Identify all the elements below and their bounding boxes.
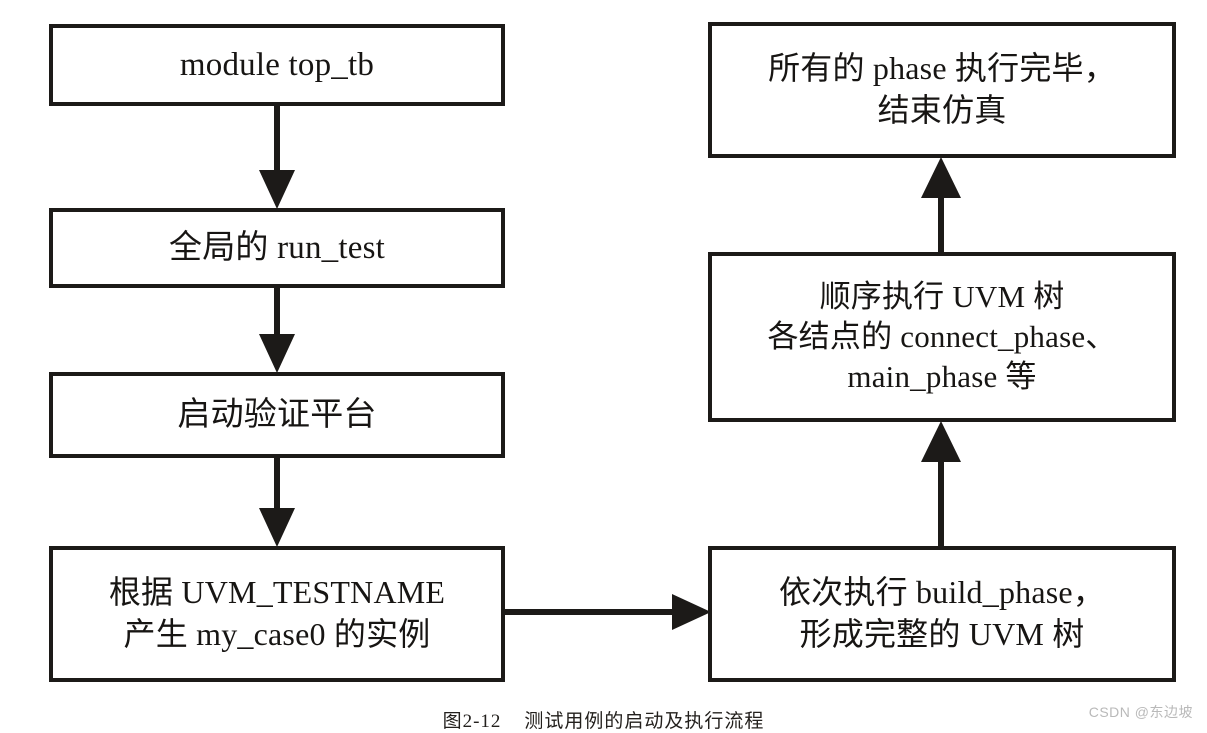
csdn-watermark: CSDN @东边坡: [1088, 704, 1193, 720]
node-all-phases-finished[interactable]: 所有的 phase 执行完毕， 结束仿真: [708, 22, 1176, 158]
node-label: 启动验证平台: [177, 396, 377, 433]
node-label-line-1: 依次执行 build_phase，: [778, 574, 1106, 611]
node-label: 全局的 run_test: [169, 229, 385, 266]
node-label-line-1: 根据 UVM_TESTNAME: [108, 574, 446, 611]
node-label-line-1: 顺序执行 UVM 树: [819, 278, 1065, 314]
node-uvm-testname-instance[interactable]: 根据 UVM_TESTNAME 产生 my_case0 的实例: [49, 546, 505, 682]
node-label-line-3: main_phase 等: [847, 359, 1037, 395]
node-label-line-2: 产生 my_case0 的实例: [123, 616, 431, 652]
edge-phases-to-finish: [921, 157, 961, 252]
node-module-top-tb[interactable]: module top_tb: [49, 24, 505, 106]
figure-caption: 图2-12 测试用例的启动及执行流程: [442, 711, 765, 732]
node-start-verification-platform[interactable]: 启动验证平台: [49, 372, 505, 458]
node-execute-build-phase[interactable]: 依次执行 build_phase， 形成完整的 UVM 树: [708, 546, 1176, 682]
node-global-run-test[interactable]: 全局的 run_test: [49, 208, 505, 288]
node-execute-connect-and-main-phase[interactable]: 顺序执行 UVM 树 各结点的 connect_phase、 main_phas…: [708, 252, 1176, 422]
node-label-line-2: 结束仿真: [877, 92, 1007, 128]
node-label-line-1: 所有的 phase 执行完毕，: [768, 50, 1116, 87]
edge-testname-to-build_phase: [505, 594, 711, 630]
node-label: module top_tb: [179, 46, 375, 83]
node-label-line-2: 各结点的 connect_phase、: [767, 318, 1117, 354]
edge-run_test-to-start_platform: [259, 288, 295, 373]
edge-start_platform-to-testname: [259, 458, 295, 547]
edge-top_tb-to-run_test: [259, 106, 295, 209]
node-label-line-2: 形成完整的 UVM 树: [799, 616, 1085, 652]
edge-build_phase-to-phases: [921, 421, 961, 546]
